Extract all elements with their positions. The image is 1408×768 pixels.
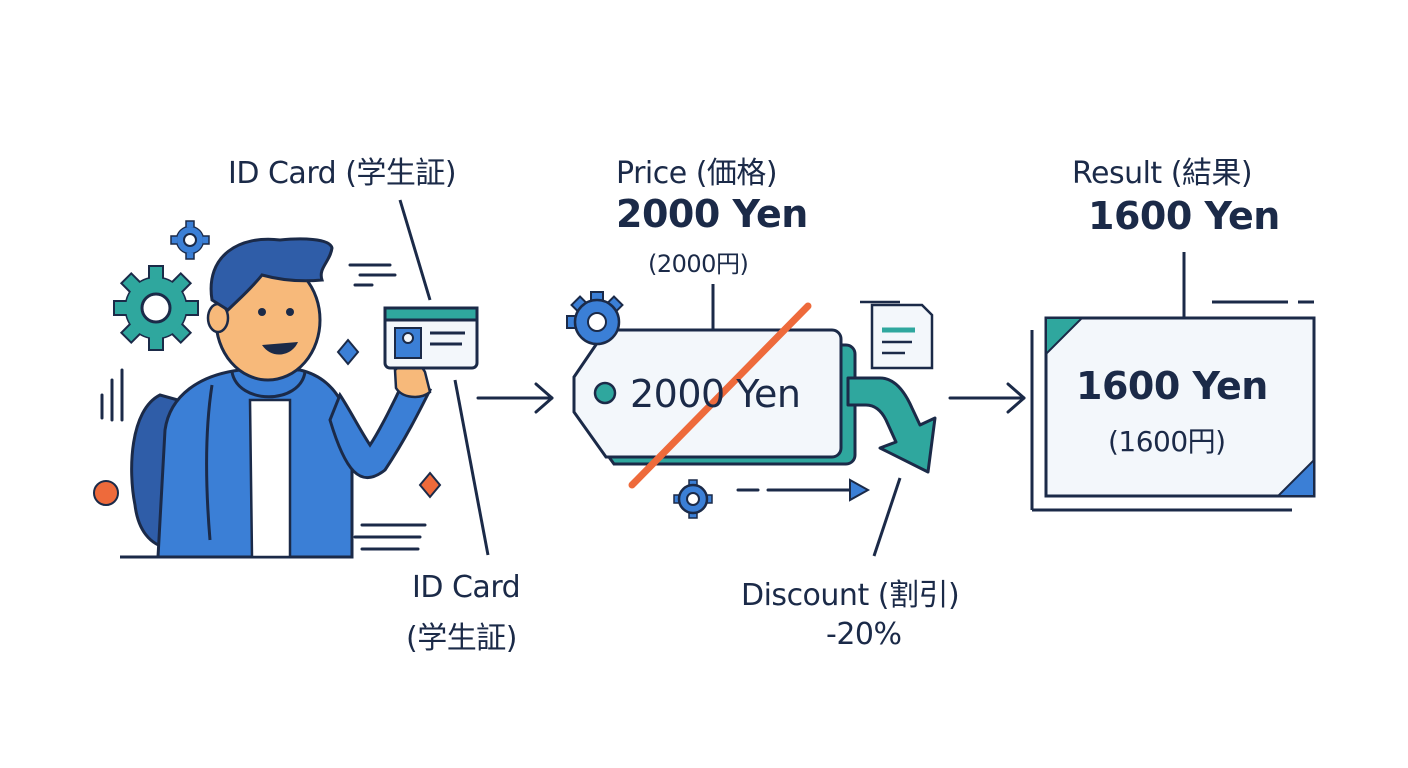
price-heading: Price (価格) [616, 156, 778, 191]
price-value: 2000 Yen [616, 192, 808, 236]
result-card [1030, 252, 1316, 512]
id-card-label-bottom-1: ID Card [412, 570, 521, 605]
id-card-leader-bottom [453, 379, 490, 556]
id-card-leader-top [398, 199, 432, 301]
gear-icon [113, 265, 199, 351]
flow-arrow-2 [948, 382, 1026, 414]
discount-value: -20% [826, 617, 902, 652]
result-value: 1600 Yen [1088, 194, 1280, 238]
diamond-decor [418, 471, 442, 499]
price-tag [572, 284, 857, 466]
decor-marks [100, 263, 427, 551]
diamond-decor [336, 338, 360, 366]
card-value: 1600 Yen [1076, 364, 1268, 408]
gear-icon [566, 291, 624, 346]
id-card-label-bottom-2: (学生証) [406, 621, 517, 656]
strikethrough-line [628, 302, 812, 489]
card-yen-jp: (1600円) [1108, 425, 1226, 458]
discount-heading: Discount (割引) [741, 578, 960, 613]
gear-icon [673, 479, 713, 519]
small-arrow-head [849, 478, 871, 502]
id-card-label-top: ID Card (学生証) [228, 156, 457, 191]
tag-price-value: 2000 Yen [630, 372, 801, 416]
result-heading: Result (結果) [1072, 156, 1253, 191]
dot-decor [93, 480, 119, 506]
student-illustration [120, 237, 433, 559]
document-icon [860, 300, 934, 370]
discount-arrow [846, 376, 937, 474]
discount-leader [872, 477, 902, 557]
id-card-icon [383, 306, 479, 370]
gear-icon [170, 220, 210, 260]
price-yen-jp: (2000円) [648, 250, 749, 278]
flow-arrow-1 [476, 382, 554, 414]
